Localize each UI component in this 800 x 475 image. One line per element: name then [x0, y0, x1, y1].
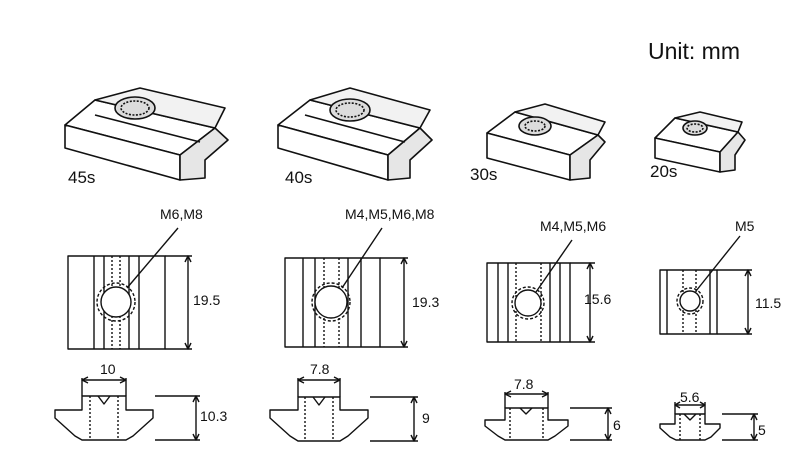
nut-45s-profile [54, 376, 200, 441]
nut-30s-depth: 6 [613, 417, 621, 433]
nut-20s-name: 20s [650, 162, 678, 181]
nut-45s-slot-width: 10 [100, 361, 116, 377]
nut-30s-iso [486, 103, 606, 181]
nut-20s-top [659, 235, 752, 335]
nut-30s-top [486, 239, 595, 343]
nut-30s-name: 30s [470, 165, 498, 184]
nut-40s-height: 19.3 [412, 294, 440, 310]
nut-30s-slot-width: 7.8 [514, 376, 534, 392]
nut-30s-height: 15.6 [584, 291, 612, 307]
nut-20s-slot-width: 5.6 [680, 389, 700, 405]
nut-40s-top [284, 227, 408, 348]
nut-45s-top [67, 227, 192, 350]
nut-45s-height: 19.5 [193, 292, 221, 308]
thread-hole [518, 116, 552, 136]
nut-20s-height: 11.5 [755, 295, 782, 311]
nut-20s-profile [659, 401, 758, 441]
nut-20s-iso [654, 111, 746, 173]
nut-40s-iso [277, 87, 433, 181]
nut-30s-profile [484, 390, 612, 441]
nut-45s-thread: M6,M8 [160, 206, 203, 222]
nut-40s-name: 40s [285, 168, 313, 187]
unit-label: Unit: mm [648, 38, 740, 64]
nut-20s-depth: 5 [758, 422, 766, 438]
nut-40s-thread: M4,M5,M6,M8 [345, 206, 435, 222]
nut-45s-iso [64, 87, 229, 181]
nut-45s-name: 45s [68, 168, 96, 187]
nut-40s-slot-width: 7.8 [310, 361, 330, 377]
nut-20s-thread: M5 [735, 218, 755, 234]
nut-45s-depth: 10.3 [200, 408, 228, 424]
nut-40s-profile [269, 376, 418, 442]
nut-30s-thread: M4,M5,M6 [540, 218, 607, 234]
nut-40s-depth: 9 [422, 410, 430, 426]
